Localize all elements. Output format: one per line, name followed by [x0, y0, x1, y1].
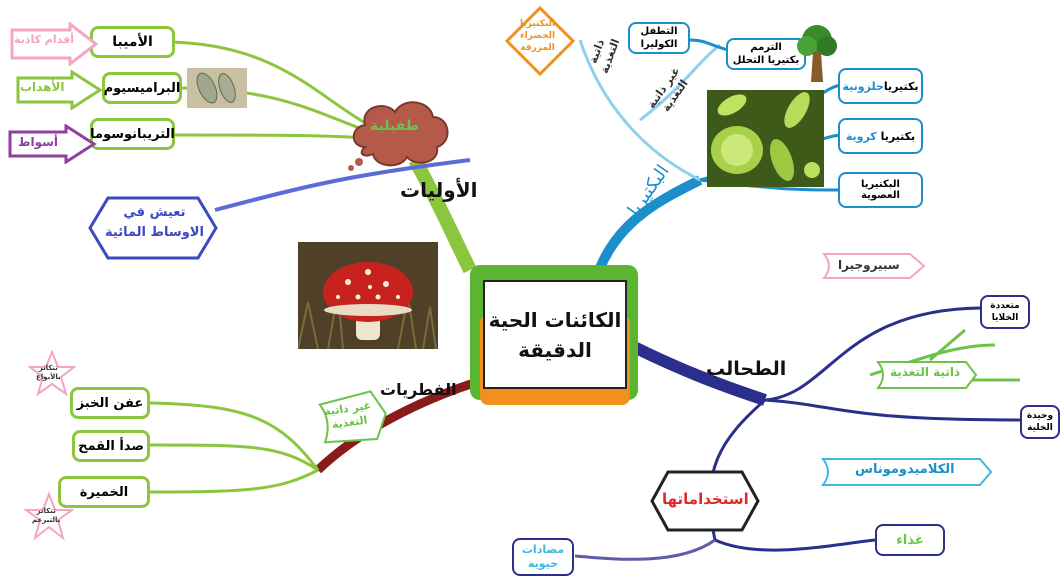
unicellular-line1: وحيدة — [1026, 411, 1054, 421]
autotroph-shape — [875, 361, 978, 389]
habitat-line2: الاوساط المائية — [105, 225, 204, 240]
parasitic-line1: التطفل — [640, 26, 678, 37]
node-food-label: غذاء — [896, 532, 924, 548]
hexagon-habitat — [88, 196, 218, 260]
fungi-heterotroph-shape — [318, 390, 387, 444]
parasitic-line2: الكوليرا — [640, 39, 678, 50]
branch-protozoa-line — [408, 156, 477, 274]
branch-algae-line — [627, 339, 767, 406]
node-yeast-label: الخميرة — [79, 484, 129, 500]
node-paramecium: البراميسيوم — [102, 72, 182, 104]
star-budding — [24, 492, 74, 541]
node-wheat-rust-label: صدأ القمح — [78, 438, 144, 454]
chlamydomonas-label: الكلاميدوموناس — [855, 462, 955, 477]
node-bread-mold: عفن الخبز — [70, 387, 150, 419]
budding-line2: بالتبرعم — [32, 516, 61, 524]
chlamydomonas-shape — [820, 458, 993, 486]
blue-green-text: البكتيريا الخضراء المزرقة — [520, 18, 555, 54]
amoeba-motion-label: أقدام كاذبة — [14, 33, 74, 46]
spiral-suffix: حلزونية — [842, 79, 884, 93]
antibiotics-line2: حيوية — [527, 557, 559, 570]
node-bread-mold-label: عفن الخبز — [76, 395, 144, 411]
saprophytic-line2: بكتيريا التحلل — [732, 55, 800, 66]
trypanosoma-motion-label: أسواط — [18, 135, 59, 149]
branch-bacteria-line — [595, 175, 703, 270]
coccus-suffix: كروية — [845, 129, 877, 143]
paramecium-photo — [187, 68, 247, 108]
spiral-prefix: بكتيريا — [883, 79, 919, 93]
node-parasitic: التطفل الكوليرا — [628, 22, 690, 54]
link-yeast — [149, 468, 319, 494]
habitat-text: تعيش في الاوساط المائية — [105, 203, 204, 243]
spores-line2: بالأبواغ — [36, 373, 61, 381]
uses-label: استخداماتها — [662, 490, 749, 508]
node-food: غذاء — [875, 524, 945, 556]
branch-fungi-line — [314, 375, 485, 474]
node-bacillus-label: البكتيريا العصوية — [861, 179, 900, 201]
bacteria-photo — [707, 90, 824, 187]
hexagon-uses — [650, 470, 760, 532]
spores-line1: تتكاثر — [38, 364, 58, 372]
branch-label-fungi: الفطريات — [380, 380, 457, 399]
budding-line1: تتكاثر — [36, 507, 56, 515]
node-yeast: الخميرة — [58, 476, 150, 508]
multicellular-line1: متعددة — [990, 301, 1020, 311]
link-wheat-rust — [149, 443, 319, 472]
node-wheat-rust: صدأ القمح — [72, 430, 150, 462]
node-bacillus: البكتيريا العصوية — [838, 172, 923, 208]
arrow-paramecium-motion — [16, 70, 103, 110]
node-saprophytic: الترمم بكتيريا التحلل — [726, 38, 806, 70]
multicellular-line2: الخلايا — [991, 313, 1019, 323]
blue-green-line2: الخضراء — [520, 31, 556, 41]
link-autotroph — [578, 39, 701, 182]
branch-label-algae: الطحالب — [706, 358, 787, 380]
spores-text: تتكاثر بالأبواغ — [36, 364, 61, 382]
center-node: الكائنات الحية الدقيقة — [483, 280, 627, 389]
node-amoeba-label: الأميبا — [112, 34, 153, 50]
saprophytic-line1: الترمم — [750, 42, 782, 53]
antibiotics-line1: مضادات — [521, 543, 565, 556]
star-spores — [28, 350, 76, 397]
cloud-label-parasitic: طفيلية — [370, 118, 419, 134]
blue-green-line1: البكتيريا — [520, 19, 556, 29]
algae-autotroph-label: ذاتية التغذية — [890, 365, 961, 379]
link-unicellular — [764, 398, 1021, 422]
coccus-prefix: بكتيريا — [880, 129, 916, 143]
arrow-amoeba-motion — [10, 22, 99, 66]
paramecium-motion-label: الأهداب — [20, 80, 65, 94]
node-multicellular: متعددة الخلايا — [980, 295, 1030, 329]
spirogyra-label: سبيروجيرا — [838, 258, 900, 272]
link-parasitic-saprophytic — [689, 38, 729, 52]
link-bread-mold — [149, 401, 320, 471]
arrow-trypanosoma-motion — [8, 124, 97, 164]
spirogyra-shape — [821, 253, 926, 279]
link-heterotroph — [639, 43, 721, 122]
link-multicellular — [764, 306, 981, 402]
cloud-shape — [348, 101, 449, 171]
center-title-line2: الدقيقة — [518, 337, 592, 362]
budding-text: تتكاثر بالتبرعم — [32, 507, 60, 525]
habitat-line1: تعيش في — [123, 205, 186, 220]
unicellular-line2: الخلية — [1027, 423, 1053, 433]
tree-icon — [797, 25, 837, 82]
node-trypanosoma-label: التريبانوسوما — [90, 126, 175, 142]
branch-label-protozoa: الأوليات — [400, 178, 478, 202]
link-habitat — [214, 158, 471, 212]
link-antibiotics — [574, 538, 716, 561]
blue-green-line3: المزرقة — [520, 43, 555, 53]
node-antibiotics: مضادات حيوية — [512, 538, 574, 576]
mushroom-photo — [298, 242, 438, 349]
node-coccus: بكتيريا كروية — [838, 118, 923, 154]
node-amoeba: الأميبا — [90, 26, 175, 58]
node-unicellular: وحيدة الخلية — [1020, 405, 1060, 439]
center-title-line1: الكائنات الحية — [488, 307, 622, 332]
node-paramecium-label: البراميسيوم — [103, 80, 181, 96]
diamond-blue-green — [505, 6, 575, 76]
node-trypanosoma: التريبانوسوما — [90, 118, 175, 150]
